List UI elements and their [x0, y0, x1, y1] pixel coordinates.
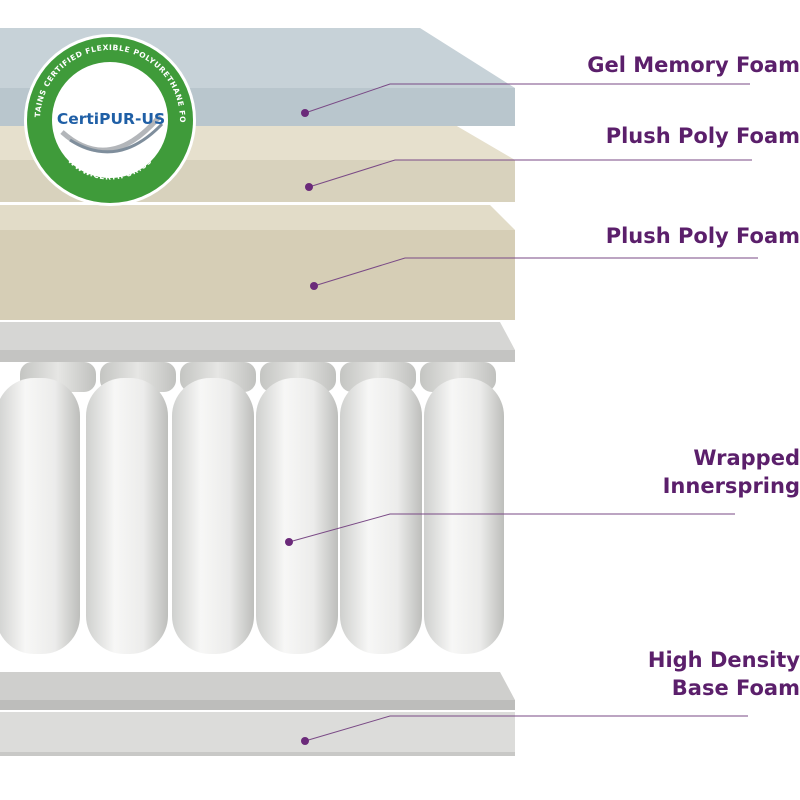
label-text: Gel Memory Foam — [587, 53, 800, 77]
label-text: Plush Poly Foam — [605, 224, 800, 248]
label-text: Plush Poly Foam — [605, 124, 800, 148]
leader-dots — [285, 109, 318, 745]
innerspring-coils — [0, 378, 504, 654]
label-text-line-1: High Density — [647, 648, 800, 672]
label-wrapped-innerspring: Wrapped Innerspring — [73, 444, 800, 500]
leader-line-base — [304, 715, 748, 742]
leader-line-gel — [304, 83, 750, 114]
leader-line-plush-2 — [313, 257, 758, 287]
label-text-line-1: Wrapped — [693, 446, 800, 470]
plush-poly-foam-layer-2 — [0, 205, 515, 320]
label-plush-poly-foam-2: Plush Poly Foam — [43, 222, 800, 250]
leader-line-plush-1 — [308, 159, 752, 188]
label-gel-memory-foam: Gel Memory Foam — [50, 51, 800, 79]
leader-line-innerspring — [288, 513, 735, 543]
label-plush-poly-foam-1: Plush Poly Foam — [50, 122, 800, 150]
badge-brand-text: CertiPUR-US — [57, 110, 165, 128]
base-foam-layer — [0, 672, 515, 756]
label-text-line-2: Innerspring — [662, 474, 800, 498]
leader-lines — [288, 83, 758, 742]
thin-transition-layer — [0, 322, 515, 362]
label-high-density-base-foam: High Density Base Foam — [56, 646, 800, 702]
label-text-line-2: Base Foam — [671, 676, 800, 700]
innerspring-back-row — [20, 362, 496, 392]
